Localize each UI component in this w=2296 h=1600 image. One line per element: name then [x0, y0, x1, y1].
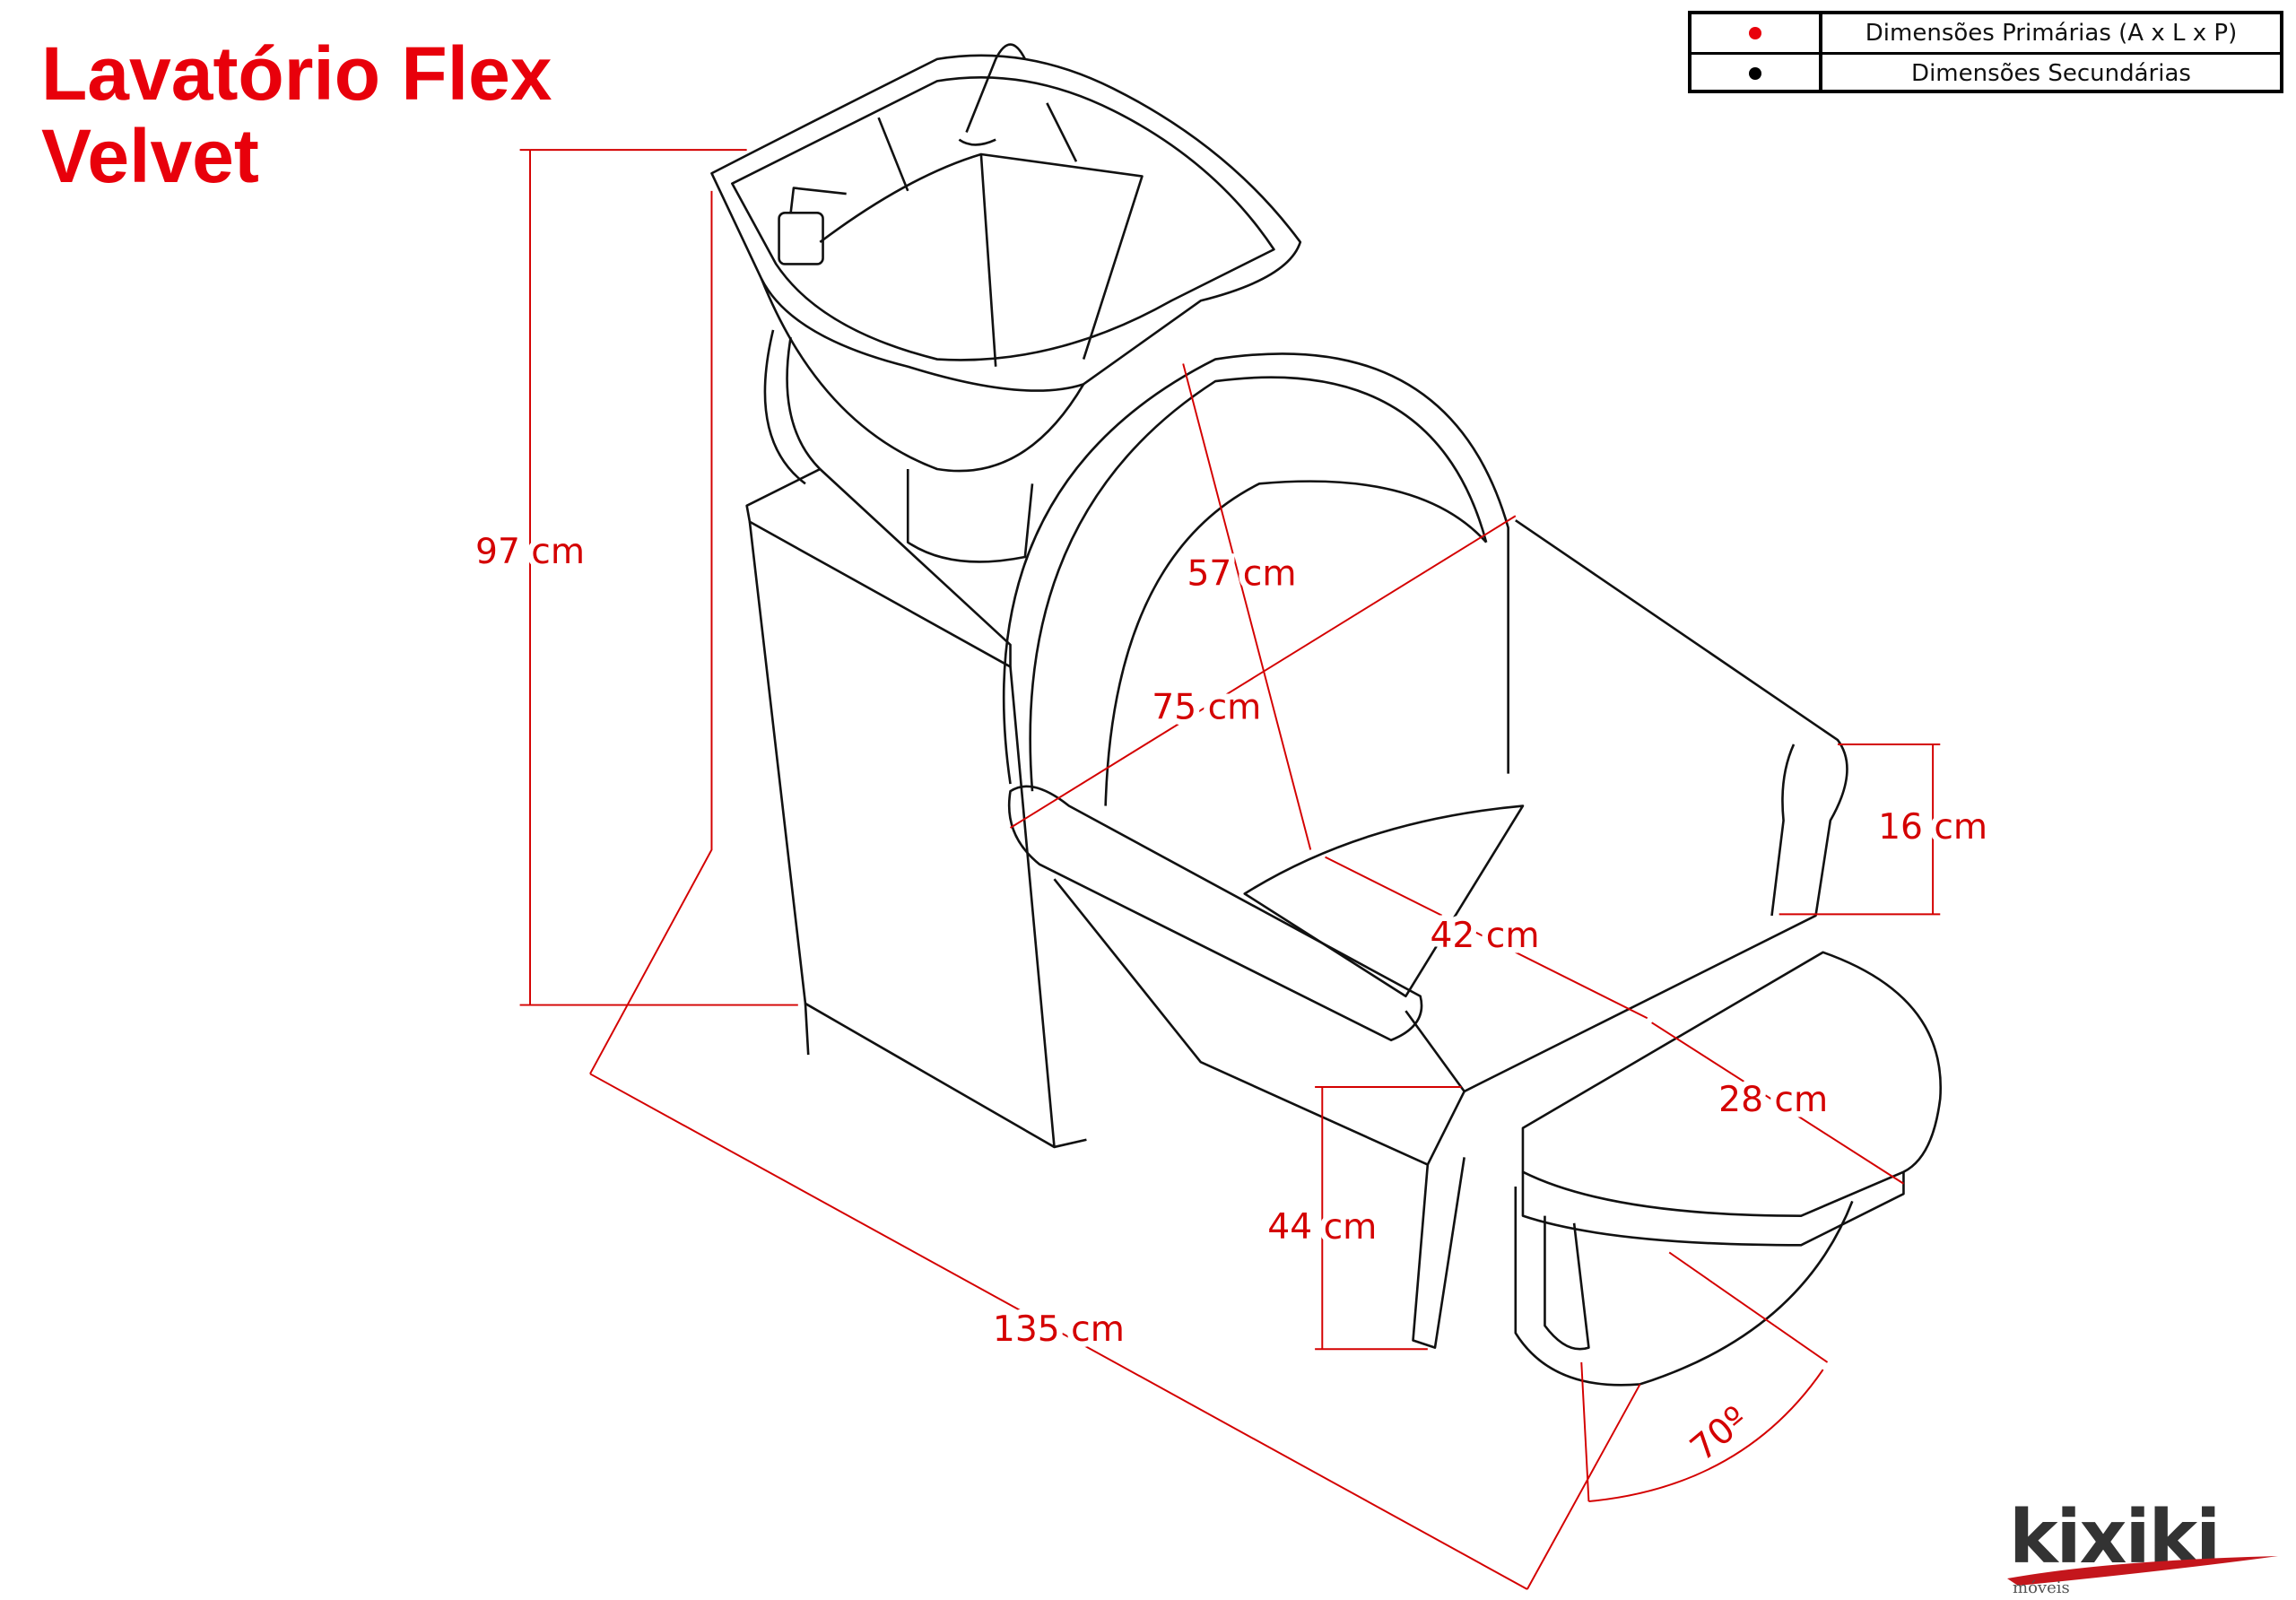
dim-armrest-height: 16 cm: [1878, 807, 1987, 848]
legend-primary-label: Dimensões Primárias (A x L x P): [1865, 20, 2238, 47]
product-title-line2: Velvet: [41, 114, 259, 198]
kixiki-logo: kixiki móveis: [2007, 1495, 2278, 1596]
dim-seat-depth: 42 cm: [1431, 916, 1540, 956]
chair-outline: [710, 43, 1943, 1387]
legend-row-secondary: Dimensões Secundárias: [1692, 52, 2280, 92]
dim-backrest-height: 57 cm: [1187, 554, 1296, 595]
dim-footrest-angle: 70º: [1683, 1399, 1755, 1469]
dimensions-legend: Dimensões Primárias (A x L x P) Dimensõe…: [1688, 11, 2283, 93]
dim-seat-height: 44 cm: [1267, 1207, 1377, 1248]
svg-text:móveis: móveis: [2013, 1578, 2070, 1596]
red-dot-icon: [1749, 27, 1761, 39]
black-dot-icon: [1749, 67, 1761, 80]
product-title-line1: Lavatório Flex: [41, 31, 552, 116]
legend-row-primary: Dimensões Primárias (A x L x P): [1692, 14, 2280, 52]
dimension-lines: [519, 149, 1941, 1590]
dim-total-length: 135 cm: [993, 1309, 1125, 1350]
legend-secondary-label: Dimensões Secundárias: [1911, 60, 2191, 87]
dim-height-total: 97 cm: [475, 532, 585, 572]
dim-backrest-width: 75 cm: [1152, 687, 1261, 727]
dim-footrest-depth: 28 cm: [1718, 1080, 1828, 1120]
